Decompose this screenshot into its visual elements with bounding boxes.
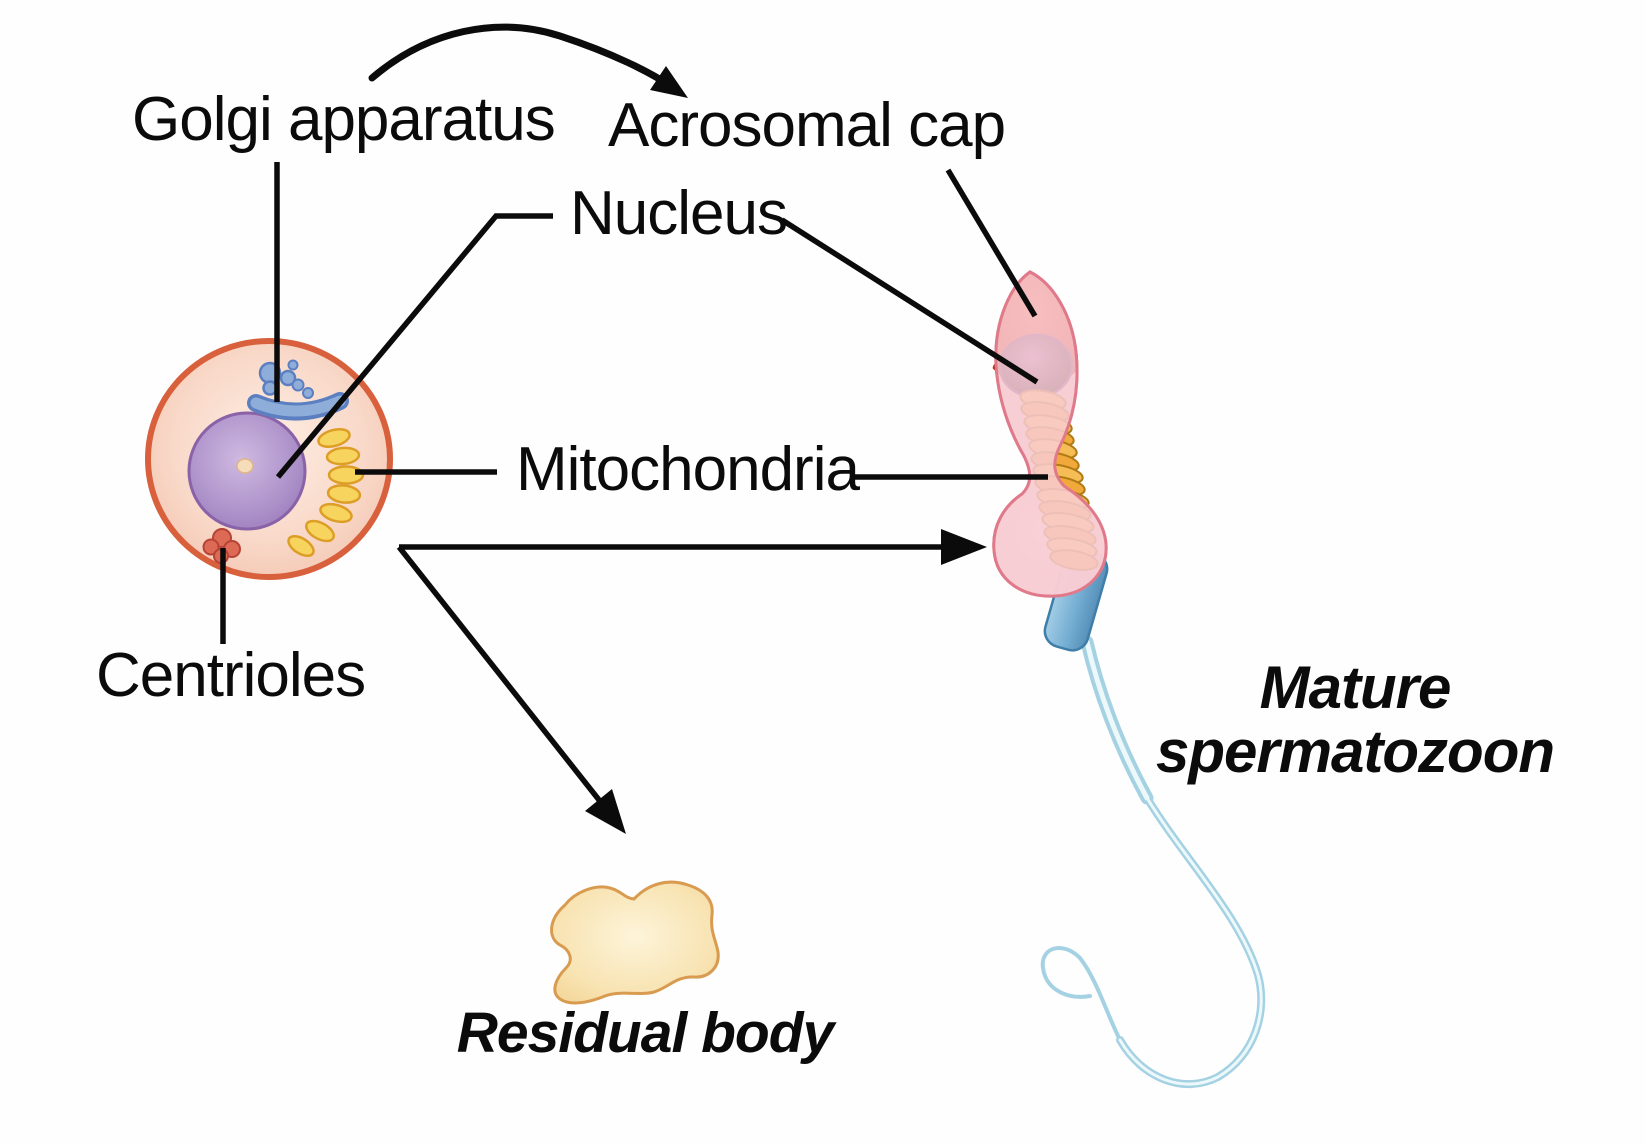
golgi-vesicle [302, 387, 314, 399]
nucleus-left-leader-line [275, 213, 553, 479]
golgi-to-acrosome-arrowhead [650, 66, 688, 98]
label-acrosomal-cap: Acrosomal cap [608, 91, 1006, 160]
mitochondrion [317, 427, 351, 449]
arrow-to-residual-body-head [585, 789, 626, 834]
label-mature-line2: spermatozoon [1155, 718, 1555, 785]
mitochondrion [325, 446, 361, 466]
golgi-vesicle [279, 369, 297, 387]
nucleus-right-leader-line [780, 217, 1039, 385]
cell-mitochondria [287, 427, 365, 558]
label-residual-body: Residual body [456, 1001, 835, 1065]
label-golgi-apparatus: Golgi apparatus [132, 85, 556, 154]
label-mature-spermatozoon: Mature spermatozoon [1130, 656, 1580, 784]
mature-spermatozoon [992, 270, 1266, 1089]
mitochondrion [327, 465, 365, 485]
label-centrioles: Centrioles [96, 641, 366, 710]
residual-body-blob [550, 880, 720, 1005]
acrosomal-leader-line [945, 168, 1038, 318]
nucleolus [236, 458, 254, 474]
mitochondrion [326, 484, 362, 504]
golgi-vesicle [291, 378, 305, 392]
mitochondrion [287, 534, 315, 558]
arrow-to-residual-body-shaft [396, 545, 606, 807]
mitochondrion [304, 519, 336, 543]
mitochondrion [319, 502, 353, 524]
golgi-apparatus [247, 359, 349, 421]
flagellum-tail [1040, 635, 1266, 1089]
label-mitochondria: Mitochondria [516, 435, 860, 504]
label-nucleus: Nucleus [570, 179, 788, 248]
golgi-vesicle [287, 359, 299, 371]
arrow-to-spermatozoon-head [941, 529, 987, 565]
golgi-to-acrosome-curved-arrow [368, 23, 676, 91]
label-mature-line1: Mature [1259, 654, 1452, 721]
spermatid-cell [145, 338, 393, 580]
